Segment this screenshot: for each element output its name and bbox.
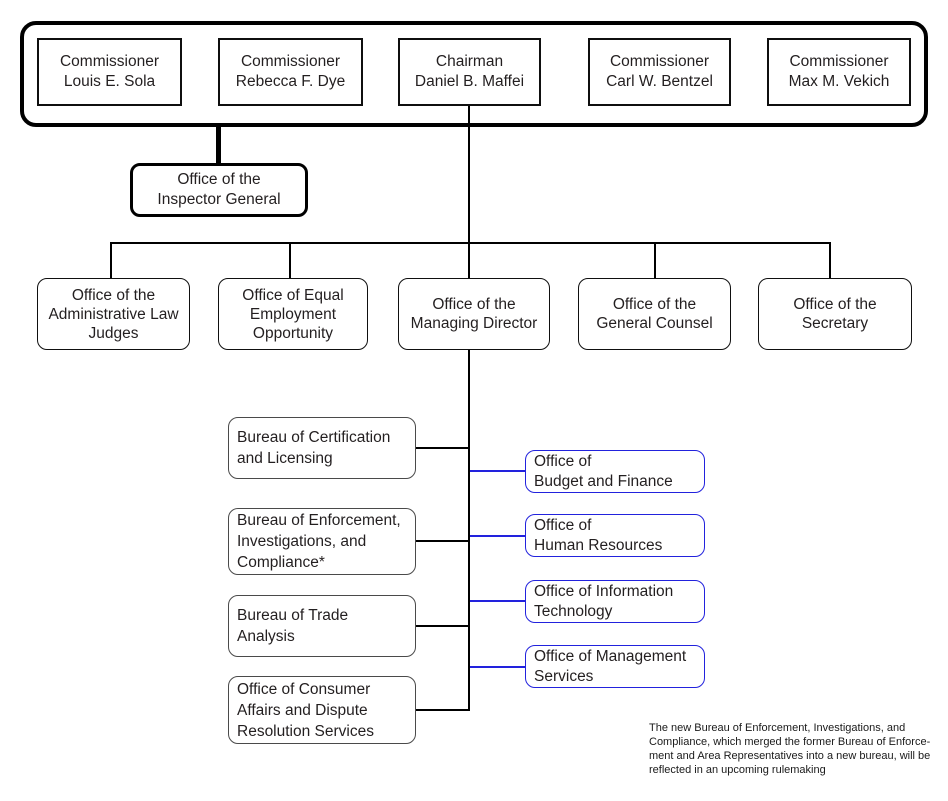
box-office-information-technology: Office of Information Technology: [525, 580, 705, 623]
box-general-counsel: Office of the General Counsel: [578, 278, 731, 350]
managing-director-label: Office of the Managing Director: [410, 296, 538, 332]
connector-drop-alj: [110, 242, 112, 278]
connector-chairman-vertical: [468, 106, 470, 278]
office-human-resources-label: Office of Human Resources: [534, 516, 663, 554]
connector-budget-finance: [470, 470, 525, 472]
commissioner-sola-label: Commissioner Louis E. Sola: [59, 53, 160, 90]
box-office-budget-finance: Office of Budget and Finance: [525, 450, 705, 493]
secretary-label: Office of the Secretary: [793, 296, 877, 332]
connector-information-technology: [470, 600, 525, 602]
equal-employment-opportunity-label: Office of Equal Employment Opportunity: [242, 286, 344, 342]
connector-enforcement: [416, 540, 469, 542]
connector-trade-analysis: [416, 625, 469, 627]
connector-human-resources: [470, 535, 525, 537]
box-administrative-law-judges: Office of the Administrative Law Judges: [37, 278, 190, 350]
connector-inspector-general: [216, 125, 221, 165]
box-commissioner-bentzel: Commissioner Carl W. Bentzel: [588, 38, 731, 106]
commissioner-dye-label: Commissioner Rebecca F. Dye: [235, 53, 346, 90]
box-office-human-resources: Office of Human Resources: [525, 514, 705, 557]
commissioner-bentzel-label: Commissioner Carl W. Bentzel: [606, 53, 713, 90]
box-commissioner-dye: Commissioner Rebecca F. Dye: [218, 38, 363, 106]
inspector-general-label: Office of the Inspector General: [157, 171, 281, 208]
box-inspector-general: Office of the Inspector General: [130, 163, 308, 217]
connector-management-services: [470, 666, 525, 668]
box-consumer-affairs-dispute-resolution: Office of Consumer Affairs and Dispute R…: [228, 676, 416, 744]
footnote-rulemaking-note: The new Bureau of Enforcement, Investiga…: [649, 722, 931, 776]
office-information-technology-label: Office of Information Technology: [534, 582, 674, 620]
connector-drop-secretary: [829, 242, 831, 278]
consumer-affairs-label: Office of Consumer Affairs and Dispute R…: [237, 680, 374, 740]
bureau-enforcement-label: Bureau of Enforcement, Investigations, a…: [237, 512, 401, 571]
box-secretary: Office of the Secretary: [758, 278, 912, 350]
box-chairman-maffei: Chairman Daniel B. Maffei: [398, 38, 541, 106]
connector-certification: [416, 447, 469, 449]
general-counsel-label: Office of the General Counsel: [596, 296, 713, 332]
box-bureau-enforcement-investigations-compliance: Bureau of Enforcement, Investigations, a…: [228, 508, 416, 575]
connector-row2-rail: [110, 242, 831, 244]
connector-md-spine: [468, 350, 470, 711]
connector-consumer-affairs: [416, 709, 469, 711]
bureau-trade-analysis-label: Bureau of Trade Analysis: [237, 607, 349, 645]
box-bureau-certification-licensing: Bureau of Certification and Licensing: [228, 417, 416, 479]
connector-drop-general-counsel: [654, 242, 656, 278]
box-managing-director: Office of the Managing Director: [398, 278, 550, 350]
chairman-maffei-label: Chairman Daniel B. Maffei: [414, 53, 525, 90]
administrative-law-judges-label: Office of the Administrative Law Judges: [48, 286, 179, 342]
commissioner-vekich-label: Commissioner Max M. Vekich: [788, 53, 890, 90]
box-office-management-services: Office of Management Services: [525, 645, 705, 688]
office-budget-finance-label: Office of Budget and Finance: [534, 452, 673, 490]
box-commissioner-sola: Commissioner Louis E. Sola: [37, 38, 182, 106]
box-commissioner-vekich: Commissioner Max M. Vekich: [767, 38, 911, 106]
box-bureau-trade-analysis: Bureau of Trade Analysis: [228, 595, 416, 657]
office-management-services-label: Office of Management Services: [534, 647, 687, 685]
box-equal-employment-opportunity: Office of Equal Employment Opportunity: [218, 278, 368, 350]
connector-drop-eeo: [289, 242, 291, 278]
commission-frame: [20, 21, 928, 127]
bureau-certification-licensing-label: Bureau of Certification and Licensing: [237, 429, 391, 467]
